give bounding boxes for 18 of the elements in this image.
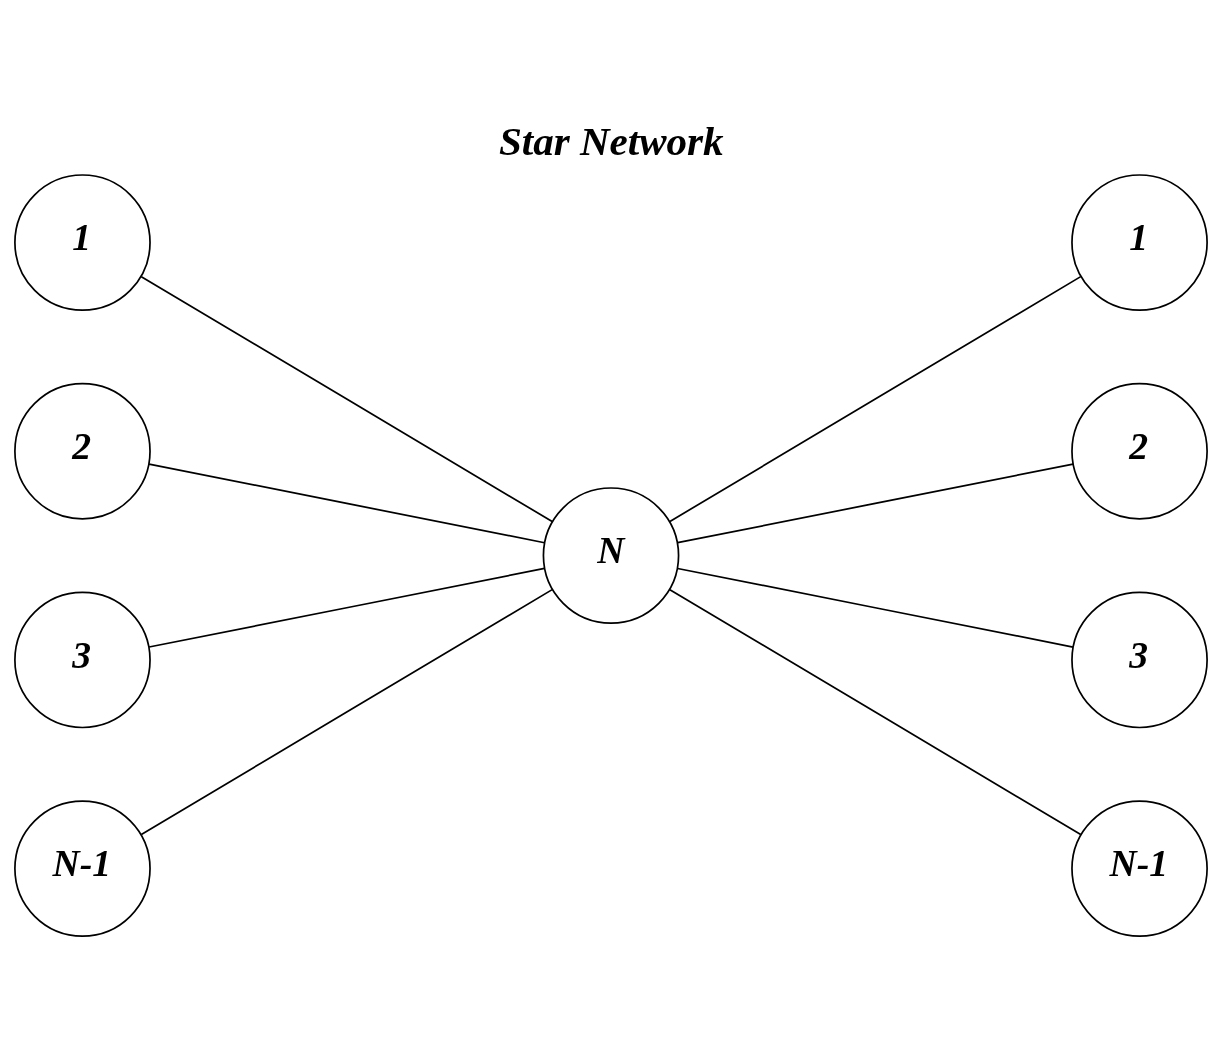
node-circle: 2: [1071, 382, 1208, 520]
node-circle: 2: [14, 382, 151, 520]
node-circle: N-1: [14, 800, 151, 937]
node-circle: 3: [14, 591, 151, 729]
node-circle: 3: [1071, 591, 1208, 729]
node-circle: N: [542, 487, 680, 624]
node-circle: 1: [1071, 174, 1208, 311]
connector: [148, 567, 546, 648]
node-circle: 1: [14, 174, 151, 311]
connector: [148, 463, 546, 544]
diagram-title: Star Network: [498, 117, 724, 164]
connector: [676, 567, 1074, 648]
connector: [669, 588, 1082, 836]
connector: [140, 275, 553, 523]
connector: [669, 275, 1082, 523]
node-circle: N-1: [1071, 800, 1208, 937]
connector: [140, 588, 553, 836]
connector: [676, 463, 1074, 544]
